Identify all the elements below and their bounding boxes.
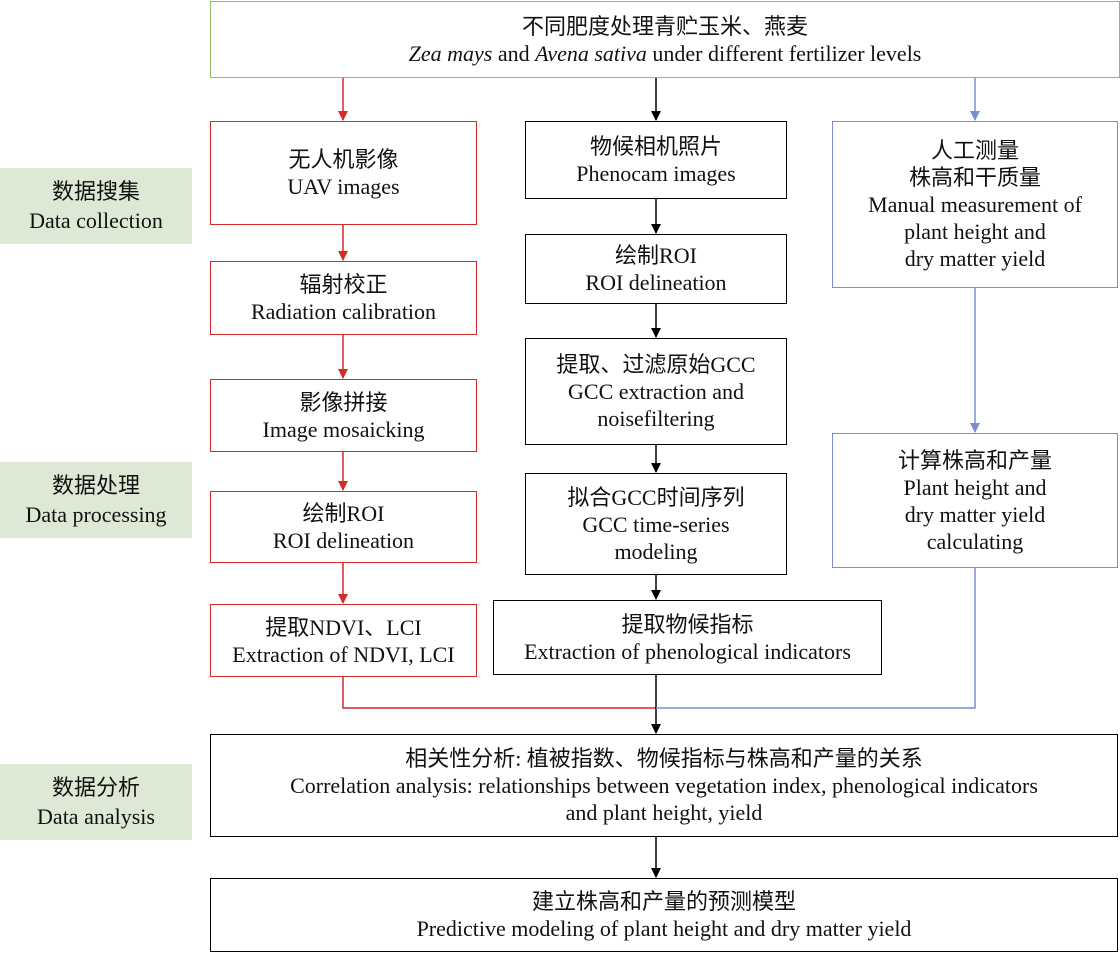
box-line: plant height and bbox=[904, 219, 1046, 244]
gcc-time-series-box: 拟合GCC时间序列 GCC time-series modeling bbox=[525, 473, 787, 575]
phenological-indicators-box: 提取物候指标 Extraction of phenological indica… bbox=[493, 600, 882, 675]
box-line: GCC time-series bbox=[582, 511, 730, 537]
box-line: 拟合GCC时间序列 bbox=[567, 484, 745, 510]
image-mosaicking-box: 影像拼接 Image mosaicking bbox=[210, 379, 477, 452]
box-line: 提取物候指标 bbox=[621, 611, 754, 637]
box-line: 建立株高和产量的预测模型 bbox=[531, 889, 796, 914]
connector-ndvi-to-merge bbox=[342, 677, 656, 709]
radiation-calibration-box: 辐射校正 Radiation calibration bbox=[210, 261, 477, 335]
box-line: and plant height, yield bbox=[565, 800, 763, 825]
title-box: 不同肥度处理青贮玉米、燕麦 Zea mays and Avena sativa … bbox=[210, 1, 1120, 78]
box-label-cn: 提取NDVI、LCI bbox=[265, 614, 422, 640]
stage-label-cn: 数据处理 bbox=[51, 473, 140, 498]
stage-label-cn: 数据搜集 bbox=[51, 179, 140, 204]
phenocam-images-box: 物候相机照片 Phenocam images bbox=[525, 121, 787, 199]
box-label-en: UAV images bbox=[287, 174, 400, 199]
box-line: 绘制ROI bbox=[615, 243, 697, 268]
box-label-en: Extraction of NDVI, LCI bbox=[232, 641, 455, 667]
box-line: 计算株高和产量 bbox=[897, 447, 1052, 473]
box-line: GCC extraction and bbox=[568, 379, 744, 404]
stage-data-collection: 数据搜集 Data collection bbox=[0, 168, 192, 244]
box-line: Predictive modeling of plant height and … bbox=[416, 916, 912, 941]
box-line: Extraction of phenological indicators bbox=[524, 638, 851, 664]
stage-label-en: Data collection bbox=[29, 208, 163, 233]
box-line: modeling bbox=[614, 538, 698, 564]
box-line: dry matter yield bbox=[904, 501, 1046, 527]
box-line: Phenocam images bbox=[576, 161, 736, 186]
box-line: ROI delineation bbox=[585, 270, 727, 295]
title-cn: 不同肥度处理青贮玉米、燕麦 bbox=[521, 13, 808, 39]
box-line: Plant height and bbox=[903, 474, 1047, 500]
box-line: Manual measurement of bbox=[868, 192, 1082, 217]
predictive-modeling-box: 建立株高和产量的预测模型 Predictive modeling of plan… bbox=[210, 878, 1118, 952]
box-line: Correlation analysis: relationships betw… bbox=[290, 773, 1038, 798]
box-label-en: ROI delineation bbox=[272, 528, 415, 553]
title-en: Zea mays and Avena sativa under differen… bbox=[408, 40, 922, 66]
box-line: 相关性分析: 植被指数、物候指标与株高和产量的关系 bbox=[405, 746, 923, 771]
height-yield-calculating-box: 计算株高和产量 Plant height and dry matter yiel… bbox=[832, 433, 1118, 568]
stage-label-en: Data processing bbox=[25, 502, 167, 527]
stage-label-cn: 数据分析 bbox=[51, 775, 140, 800]
gcc-extraction-box: 提取、过滤原始GCC GCC extraction and noisefilte… bbox=[525, 338, 787, 445]
phenocam-roi-delineation-box: 绘制ROI ROI delineation bbox=[525, 234, 787, 304]
stage-data-analysis: 数据分析 Data analysis bbox=[0, 764, 192, 840]
stage-data-processing: 数据处理 Data processing bbox=[0, 462, 192, 538]
connector-calc-to-merge bbox=[656, 568, 976, 709]
manual-measurement-box: 人工测量 株高和干质量 Manual measurement of plant … bbox=[832, 121, 1118, 288]
correlation-analysis-box: 相关性分析: 植被指数、物候指标与株高和产量的关系 Correlation an… bbox=[210, 734, 1118, 837]
box-line: 人工测量 bbox=[930, 138, 1019, 163]
box-label-cn: 辐射校正 bbox=[299, 272, 388, 297]
stage-label-en: Data analysis bbox=[37, 804, 155, 829]
box-line: 株高和干质量 bbox=[908, 165, 1041, 190]
box-label-cn: 影像拼接 bbox=[299, 389, 388, 415]
box-label-en: Image mosaicking bbox=[262, 416, 425, 442]
ndvi-lci-extraction-box: 提取NDVI、LCI Extraction of NDVI, LCI bbox=[210, 604, 477, 677]
box-label-en: Radiation calibration bbox=[250, 299, 437, 324]
box-line: calculating bbox=[926, 528, 1024, 554]
box-line: 提取、过滤原始GCC bbox=[556, 352, 756, 377]
box-line: dry matter yield bbox=[904, 246, 1046, 271]
box-line: noisefiltering bbox=[597, 406, 715, 431]
box-label-cn: 绘制ROI bbox=[302, 501, 385, 526]
uav-images-box: 无人机影像 UAV images bbox=[210, 121, 477, 225]
uav-roi-delineation-box: 绘制ROI ROI delineation bbox=[210, 491, 477, 563]
box-label-cn: 无人机影像 bbox=[288, 147, 399, 172]
box-line: 物候相机照片 bbox=[589, 134, 722, 159]
